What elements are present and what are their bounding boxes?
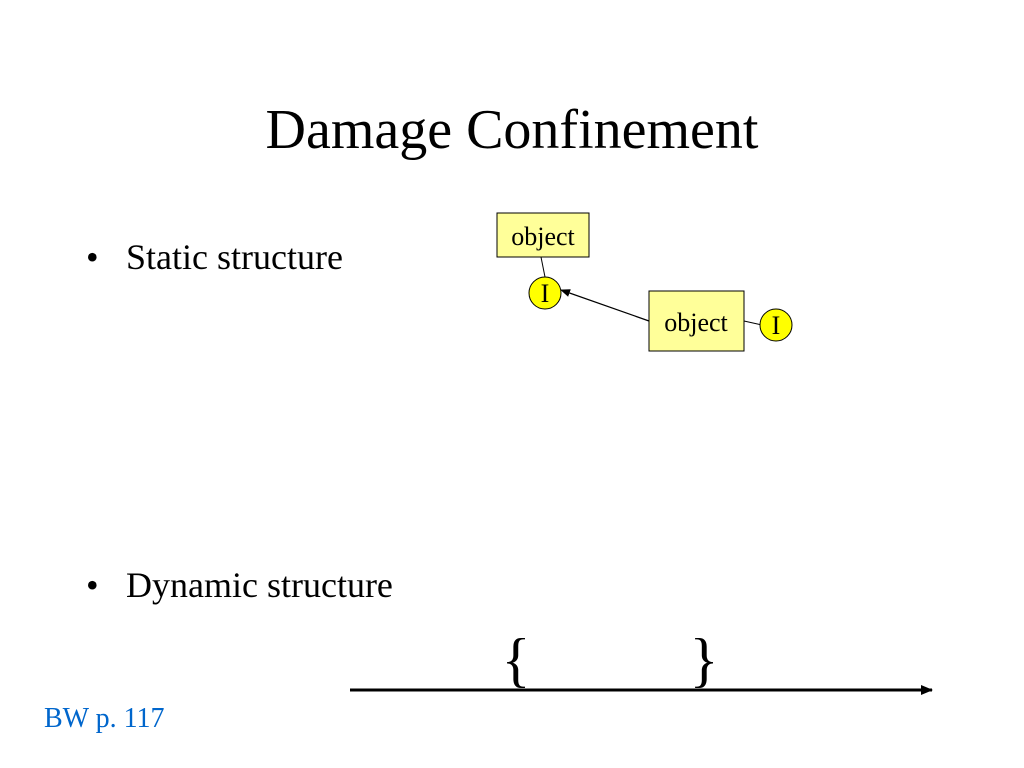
arrow-object-to-interface [560, 289, 650, 322]
slide-title: Damage Confinement [265, 99, 759, 161]
connector-top-object-interface [540, 256, 546, 278]
bullet-static-structure: • Static structure [86, 236, 343, 279]
interface-circle-left: I [528, 276, 562, 310]
object-label: object [664, 308, 728, 337]
dynamic-structure-timeline: { } [350, 627, 933, 695]
object-label: object [511, 222, 575, 251]
bullet-marker: • [86, 565, 99, 605]
citation: BW p. 117 [44, 703, 165, 734]
bullet-text: Dynamic structure [126, 565, 393, 605]
object-box-top: object [496, 212, 590, 258]
bullet-text: Static structure [126, 237, 343, 277]
bullet-dynamic-structure: • Dynamic structure [86, 564, 393, 607]
object-box-right: object [648, 290, 745, 352]
interface-label: I [541, 279, 550, 308]
brace-open: { [502, 627, 531, 693]
interface-circle-right: I [759, 308, 793, 342]
interface-label: I [772, 311, 781, 340]
bullet-marker: • [86, 237, 99, 277]
brace-close: } [690, 627, 719, 693]
connector-right-object-interface [743, 320, 763, 326]
